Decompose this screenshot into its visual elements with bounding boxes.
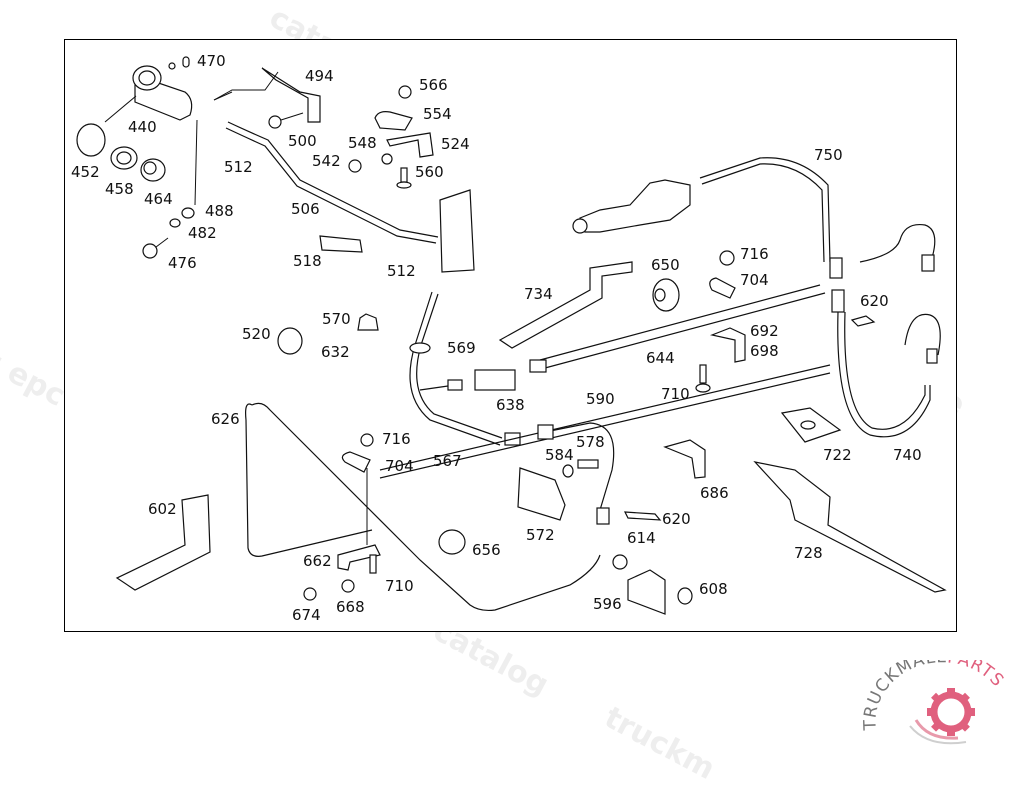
part-label: 692 bbox=[750, 322, 779, 340]
part-label: 590 bbox=[586, 390, 615, 408]
part-label: 578 bbox=[576, 433, 605, 451]
part-label: 734 bbox=[524, 285, 553, 303]
part-label: 482 bbox=[188, 224, 217, 242]
part-label: 650 bbox=[651, 256, 680, 274]
part-label: 704 bbox=[740, 271, 769, 289]
truckmall-parts-logo: TRUCKMALLPARTS bbox=[858, 647, 1018, 748]
connector-638 bbox=[474, 369, 516, 391]
part-label: 476 bbox=[168, 254, 197, 272]
bolt-476 bbox=[142, 243, 158, 259]
part-label: 542 bbox=[312, 152, 341, 170]
part-label: 567 bbox=[433, 452, 462, 470]
part-label: 572 bbox=[526, 526, 555, 544]
boot-464 bbox=[140, 158, 166, 182]
part-label: 500 bbox=[288, 132, 317, 150]
part-label: 452 bbox=[71, 163, 100, 181]
part-label: 740 bbox=[893, 446, 922, 464]
part-label: 524 bbox=[441, 135, 470, 153]
cap-452 bbox=[76, 123, 106, 157]
part-label: 704 bbox=[385, 457, 414, 475]
part-label: 506 bbox=[291, 200, 320, 218]
part-label: 662 bbox=[303, 552, 332, 570]
part-label: 710 bbox=[661, 385, 690, 403]
part-label: 512 bbox=[387, 262, 416, 280]
logo-text-accent: PARTS bbox=[946, 660, 1008, 691]
part-label: 554 bbox=[423, 105, 452, 123]
part-label: 602 bbox=[148, 500, 177, 518]
part-label: 518 bbox=[293, 252, 322, 270]
part-label: 560 bbox=[415, 163, 444, 181]
part-label: 620 bbox=[662, 510, 691, 528]
part-label: 569 bbox=[447, 339, 476, 357]
master-cylinder bbox=[132, 56, 193, 121]
part-label: 596 bbox=[593, 595, 622, 613]
washer-488 bbox=[181, 207, 195, 219]
part-label: 520 bbox=[242, 325, 271, 343]
parts-drawing bbox=[76, 56, 947, 615]
part-label: 626 bbox=[211, 410, 240, 428]
part-label: 716 bbox=[740, 245, 769, 263]
washer-482 bbox=[169, 218, 181, 228]
part-label: 686 bbox=[700, 484, 729, 502]
part-label: 494 bbox=[305, 67, 334, 85]
part-label: 728 bbox=[794, 544, 823, 562]
part-label: 470 bbox=[197, 52, 226, 70]
part-label: 638 bbox=[496, 396, 525, 414]
part-label: 566 bbox=[419, 76, 448, 94]
part-label: 668 bbox=[336, 598, 365, 616]
part-label: 584 bbox=[545, 446, 574, 464]
part-label: 458 bbox=[105, 180, 134, 198]
gear-icon bbox=[909, 688, 975, 745]
part-label: 548 bbox=[348, 134, 377, 152]
part-label: 644 bbox=[646, 349, 675, 367]
part-label: 608 bbox=[699, 580, 728, 598]
part-label: 632 bbox=[321, 343, 350, 361]
part-label: 698 bbox=[750, 342, 779, 360]
part-label: 656 bbox=[472, 541, 501, 559]
part-label: 750 bbox=[814, 146, 843, 164]
part-label: 674 bbox=[292, 606, 321, 624]
part-label: 464 bbox=[144, 190, 173, 208]
part-label: 620 bbox=[860, 292, 889, 310]
part-label: 512 bbox=[224, 158, 253, 176]
part-label: 710 bbox=[385, 577, 414, 595]
part-label: 570 bbox=[322, 310, 351, 328]
part-label: 716 bbox=[382, 430, 411, 448]
part-label: 614 bbox=[627, 529, 656, 547]
part-label: 488 bbox=[205, 202, 234, 220]
part-label: 722 bbox=[823, 446, 852, 464]
seal-458 bbox=[110, 146, 138, 170]
part-label: 440 bbox=[128, 118, 157, 136]
